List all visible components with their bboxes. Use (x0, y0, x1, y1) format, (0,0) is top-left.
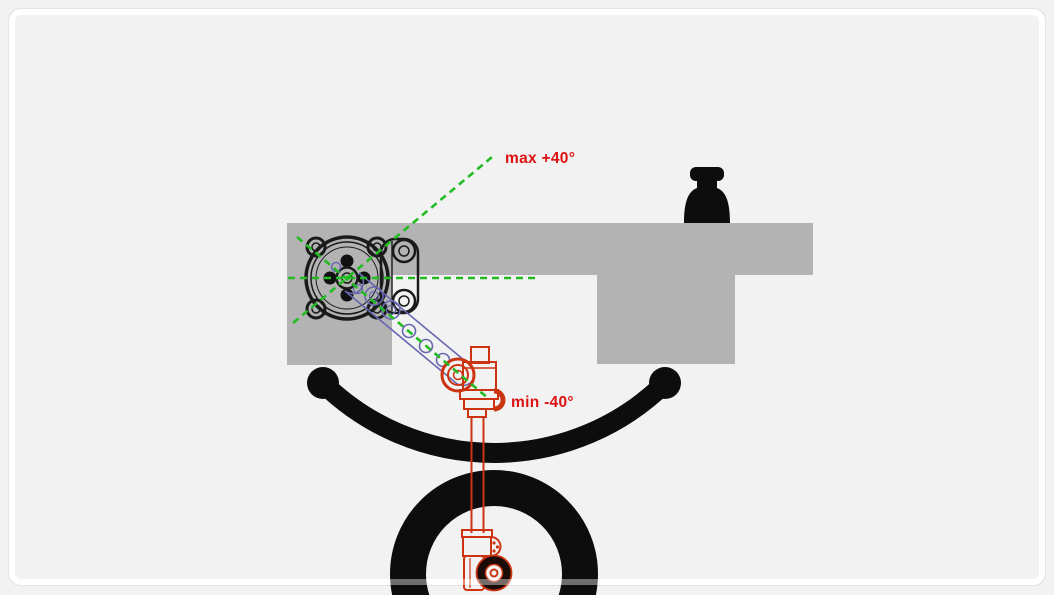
platform-right-pillar (597, 274, 735, 364)
max-angle-label: max +40° (505, 150, 575, 167)
frame-border (9, 9, 1045, 585)
hub-center-dot (344, 275, 350, 281)
hub-mid-ring (310, 241, 384, 315)
frame-border-overlay (9, 9, 1045, 585)
shock-foot (461, 529, 502, 591)
angle-axes (288, 156, 538, 400)
arm-hole (401, 323, 417, 339)
axis-line-min (296, 236, 490, 400)
shock-hook (493, 388, 506, 412)
wheel-arch-arc (307, 367, 681, 463)
wheel-rim-ring (390, 470, 598, 595)
bracket-eyelet-top (391, 238, 417, 264)
arm-hole (418, 338, 434, 354)
arch-end-right (649, 367, 681, 399)
foot-wheel (475, 554, 513, 592)
shock-absorber (440, 346, 513, 592)
shock-rod (470, 417, 485, 533)
shock-eyelet (440, 357, 476, 393)
counterweight-icon (684, 167, 730, 223)
min-angle-label: min -40° (511, 394, 574, 411)
arch-end-left (307, 367, 339, 399)
platform-left-pillar (287, 223, 392, 365)
